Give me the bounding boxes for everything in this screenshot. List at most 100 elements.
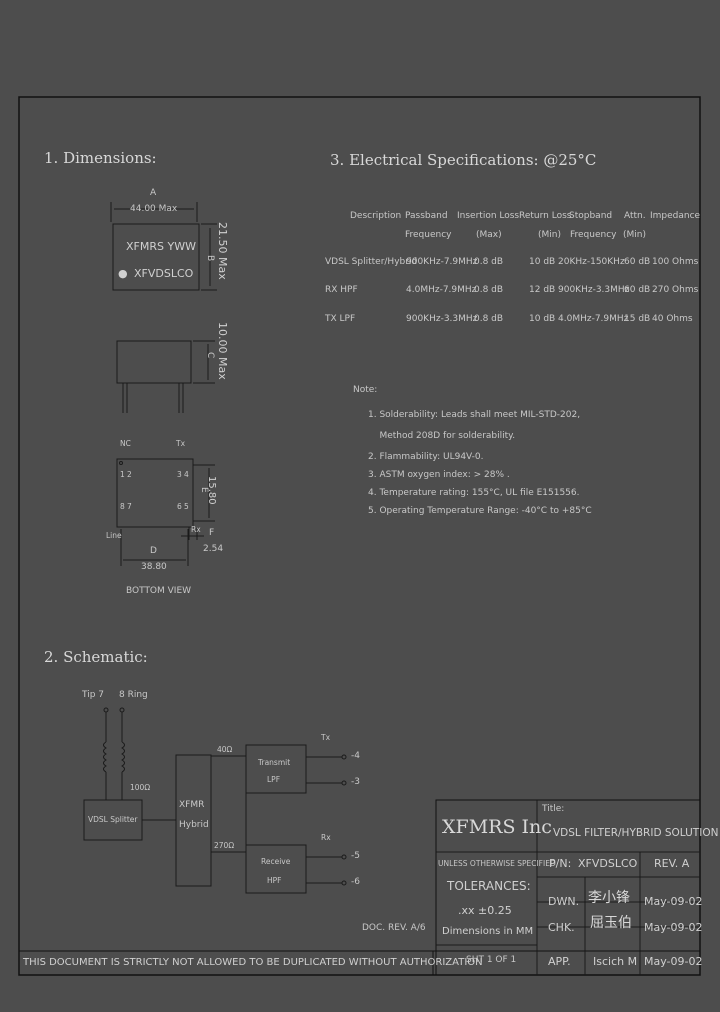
note-item: 1. Solderability: Leads shall meet MIL-S… bbox=[368, 410, 581, 420]
chk-label: CHK. bbox=[548, 921, 575, 934]
note-item: 4. Temperature rating: 155°C, UL file E1… bbox=[368, 488, 580, 498]
hybrid-block-label: Hybrid bbox=[179, 820, 209, 830]
spec-cell: 15 dB bbox=[624, 314, 651, 324]
spec-cell: 40 Ohms bbox=[652, 314, 693, 324]
spec-header-attn-sub: (Min) bbox=[623, 230, 646, 240]
spec-header-insertion-sub: (Max) bbox=[476, 230, 502, 240]
spec-cell: 900KHz-3.3MHz bbox=[406, 314, 478, 324]
spec-header-stopband-sub: Frequency bbox=[570, 230, 617, 240]
dim-e-value: 15.80 bbox=[206, 476, 217, 505]
spec-cell: 100 Ohms bbox=[652, 257, 699, 267]
spec-header-return: Return Loss bbox=[519, 211, 572, 221]
spec-cell: 12 dB bbox=[529, 285, 556, 295]
marking-dot-icon: ● bbox=[118, 267, 128, 280]
pin-3: 3 bbox=[177, 470, 182, 479]
dwn-signature: 李小锋 bbox=[588, 890, 630, 906]
app-date: May-09-02 bbox=[644, 955, 703, 968]
app-name: Iscich M bbox=[593, 955, 638, 968]
note-item: 3. ASTM oxygen index: > 28% . bbox=[368, 470, 510, 480]
resistor-40-label: 40Ω bbox=[217, 745, 233, 754]
pin-2: 2 bbox=[127, 470, 132, 479]
pin-5: 5 bbox=[184, 502, 189, 511]
xfmr-block-label: XFMR bbox=[179, 800, 205, 810]
notes-title: Note: bbox=[353, 385, 378, 395]
spec-cell: 900KHz-7.9MHz bbox=[406, 257, 478, 267]
dim-label-f: F bbox=[209, 528, 215, 538]
transmit-block-label: Transmit bbox=[258, 758, 291, 767]
schematic-tip-label: Tip 7 bbox=[82, 690, 105, 700]
dim-c-value: 10.00 Max bbox=[216, 322, 229, 380]
dim-a-value: 44.00 Max bbox=[130, 204, 178, 214]
title-label: Title: bbox=[542, 804, 565, 814]
receive-block-label: Receive bbox=[261, 857, 291, 866]
chk-date: May-09-02 bbox=[644, 921, 703, 934]
dwn-label: DWN. bbox=[548, 895, 580, 908]
spec-cell: 10 dB bbox=[529, 257, 556, 267]
output-pin-3: -3 bbox=[351, 777, 360, 787]
pin-label-line: Line bbox=[106, 531, 122, 540]
spec-header-passband: Passband bbox=[405, 211, 448, 221]
spec-header-return-sub: (Min) bbox=[538, 230, 561, 240]
vdsl-splitter-block: VDSL Splitter bbox=[88, 815, 138, 824]
spec-cell: TX LPF bbox=[325, 314, 356, 324]
note-item: 5. Operating Temperature Range: -40°C to… bbox=[368, 506, 592, 516]
pin-7: 7 bbox=[127, 502, 132, 511]
tolerance-value: .xx ±0.25 bbox=[458, 904, 512, 917]
dimensions-unit: Dimensions in MM bbox=[442, 926, 534, 937]
spec-cell: 0.8 dB bbox=[474, 314, 504, 324]
spec-header-attn: Attn. bbox=[624, 211, 646, 221]
doc-revision: DOC. REV. A/6 bbox=[362, 923, 426, 933]
spec-cell: 4.0MHz-7.9MHz bbox=[406, 285, 477, 295]
rev-label: REV. A bbox=[654, 857, 690, 870]
title-value: VDSL FILTER/HYBRID SOLUTION bbox=[553, 827, 719, 839]
bottom-view-label: BOTTOM VIEW bbox=[126, 586, 192, 596]
dim-label-c: C bbox=[205, 352, 215, 359]
spec-cell: RX HPF bbox=[325, 285, 358, 295]
app-label: APP. bbox=[548, 955, 571, 968]
pin-label-tx: Tx bbox=[176, 439, 186, 448]
hpf-block-label: HPF bbox=[267, 876, 282, 885]
pin-4: 4 bbox=[184, 470, 189, 479]
dwn-date: May-09-02 bbox=[644, 895, 703, 908]
spec-cell: VDSL Splitter/Hybrid bbox=[325, 257, 418, 267]
pin-8: 8 bbox=[120, 502, 125, 511]
schematic-ring-label: 8 Ring bbox=[119, 690, 148, 700]
pin-1: 1 bbox=[120, 470, 125, 479]
dim-label-d: D bbox=[150, 546, 157, 556]
spec-cell: 270 Ohms bbox=[652, 285, 699, 295]
spec-cell: 60 dB bbox=[624, 257, 651, 267]
dim-label-a: A bbox=[150, 188, 157, 198]
electrical-spec-title: 3. Electrical Specifications: @25°C bbox=[330, 151, 597, 169]
note-item: Method 208D for solderability. bbox=[368, 431, 516, 441]
dim-f-value: 2.54 bbox=[203, 544, 224, 554]
spec-header-insertion: Insertion Loss bbox=[457, 211, 520, 221]
tolerances-label: TOLERANCES: bbox=[447, 879, 531, 893]
part-marking-line1: XFMRS YWW bbox=[126, 240, 196, 253]
schematic-title: 2. Schematic: bbox=[44, 648, 148, 666]
spec-header-passband-sub: Frequency bbox=[405, 230, 452, 240]
spec-cell: 0.8 dB bbox=[474, 257, 504, 267]
resistor-100-label: 100Ω bbox=[130, 783, 151, 792]
pin-label-nc: NC bbox=[120, 439, 131, 448]
spec-cell: 20KHz-150KHz bbox=[558, 257, 625, 267]
part-marking-line2: XFVDSLCO bbox=[134, 267, 194, 280]
spec-cell: 60 dB bbox=[624, 285, 651, 295]
output-pin-5: -5 bbox=[351, 851, 360, 861]
sheet-number: SHT 1 OF 1 bbox=[466, 955, 517, 965]
dimensions-title: 1. Dimensions: bbox=[44, 149, 157, 167]
dim-d-value: 38.80 bbox=[141, 562, 167, 572]
spec-header-description: Description bbox=[350, 211, 402, 221]
pin-6: 6 bbox=[177, 502, 182, 511]
output-pin-4: -4 bbox=[351, 751, 360, 761]
resistor-270-label: 270Ω bbox=[214, 841, 235, 850]
spec-cell: 10 dB bbox=[529, 314, 556, 324]
spec-cell: 0.8 dB bbox=[474, 285, 504, 295]
spec-cell: 900KHz-3.3MHz bbox=[558, 285, 630, 295]
dim-label-b: B bbox=[205, 255, 215, 262]
pin-label-rx: Rx bbox=[191, 525, 201, 534]
pn-label: P/N: bbox=[549, 857, 572, 870]
lpf-block-label: LPF bbox=[267, 775, 281, 784]
output-pin-6: -6 bbox=[351, 877, 360, 887]
